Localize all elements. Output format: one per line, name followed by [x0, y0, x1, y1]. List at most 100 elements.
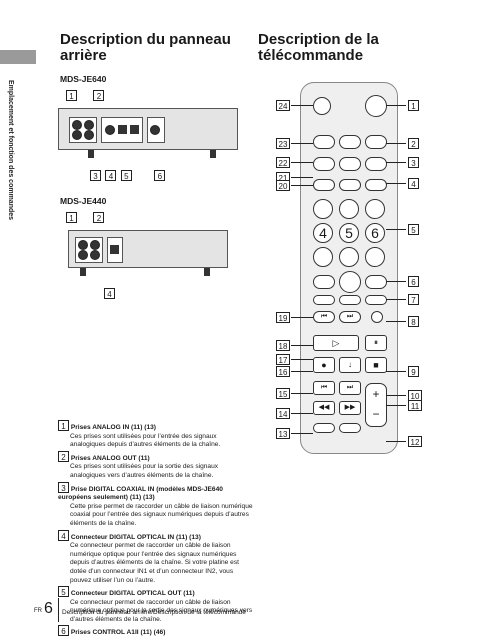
remote-callout-right: 7	[408, 294, 419, 305]
keypad-button-4[interactable]: 4	[313, 223, 333, 243]
callout-number: 2	[93, 212, 105, 223]
remote-button[interactable]	[313, 275, 335, 289]
remote-button[interactable]	[365, 135, 387, 149]
callout-number: 2	[93, 90, 105, 101]
remote-button[interactable]	[313, 179, 335, 191]
description-body: Ces prises sont utilisées pour l’entrée …	[70, 432, 221, 449]
rec-level-button[interactable]: ↓	[339, 357, 361, 373]
callout-leader-line	[291, 143, 313, 144]
control-block	[147, 117, 165, 143]
description-title: Connecteur DIGITAL OPTICAL OUT (11)	[70, 590, 195, 598]
description-title: Prises ANALOG OUT (11)	[70, 454, 150, 462]
foot-icon	[210, 150, 216, 158]
description-body: Ces prises sont utilisées pour la sortie…	[70, 463, 219, 479]
remote-callout-right: 5	[408, 224, 419, 235]
side-tab: Emplacement et fonction des commandes	[7, 80, 14, 221]
description-body: Ce connecteur permet de raccorder un câb…	[70, 542, 239, 584]
remote-callout-right: 8	[408, 316, 419, 327]
jack-icon	[72, 130, 82, 140]
remote-callout-left: 13	[276, 428, 290, 439]
remote-control: 4 5 6 ⏮ ⏭ ▷ ⏸ ● ↓ ■ ⏮ ⏭ ◀◀ ▶▶ +−	[300, 82, 398, 454]
remote-callout-left: 20	[276, 180, 290, 191]
optical-in-icon	[118, 125, 127, 134]
jack-icon	[78, 250, 88, 260]
coaxial-jack-icon	[105, 125, 115, 135]
callout-number: 3	[90, 170, 101, 181]
remote-callout-right: 6	[408, 276, 419, 287]
record-button[interactable]: ●	[313, 357, 335, 373]
fast-forward-button[interactable]: ▶▶	[339, 401, 361, 415]
remote-callout-left: 15	[276, 388, 290, 399]
remote-button[interactable]	[313, 295, 335, 305]
remote-callout-left: 17	[276, 354, 290, 365]
keypad-button[interactable]	[365, 247, 385, 267]
pause-button[interactable]: ⏸	[365, 335, 387, 351]
keypad-button[interactable]	[313, 199, 333, 219]
left-heading: Description du panneau arrière	[60, 31, 231, 64]
foot-icon	[88, 150, 94, 158]
jack-icon	[78, 240, 88, 250]
remote-button[interactable]	[313, 135, 335, 149]
keypad-button[interactable]	[365, 199, 385, 219]
rear-panel-je440	[68, 230, 228, 268]
callout-leader-line	[386, 441, 406, 442]
enter-button[interactable]	[339, 271, 361, 293]
next-button[interactable]: ⏭	[339, 381, 361, 395]
callout-leader-line	[386, 395, 406, 396]
callout-leader-line	[291, 433, 313, 434]
analog-jacks-block	[69, 117, 97, 143]
callout-leader-line	[386, 281, 406, 282]
stop-button[interactable]: ■	[365, 357, 387, 373]
description-item: 1 Prises ANALOG IN (11) (13) Ces prises …	[58, 420, 253, 450]
callout-leader-line	[386, 143, 406, 144]
callout-leader-line	[386, 405, 406, 406]
remote-button[interactable]	[339, 179, 361, 191]
eject-button[interactable]	[313, 97, 331, 115]
remote-button[interactable]	[313, 423, 335, 433]
remote-button[interactable]	[365, 179, 387, 191]
rear-panel-je640	[58, 108, 238, 150]
play-button[interactable]: ▷	[313, 335, 359, 351]
callout-leader-line	[291, 393, 313, 394]
callout-leader-line	[386, 321, 406, 322]
callout-number: 6	[154, 170, 166, 181]
callout-leader-line	[291, 345, 313, 346]
remote-button[interactable]	[313, 157, 335, 171]
remote-button[interactable]	[365, 275, 387, 289]
prev-track-button[interactable]: ⏮	[313, 311, 335, 323]
prev-button[interactable]: ⏮	[313, 381, 335, 395]
remote-button[interactable]	[371, 311, 383, 323]
remote-button[interactable]	[339, 295, 361, 305]
callout-leader-line	[291, 371, 313, 372]
remote-button[interactable]	[339, 135, 361, 149]
remote-button[interactable]	[339, 423, 361, 433]
remote-button[interactable]	[339, 157, 361, 171]
jack-icon	[84, 130, 94, 140]
je440-callouts-top: 1 2	[66, 208, 105, 226]
rewind-button[interactable]: ◀◀	[313, 401, 335, 415]
description-title: Connecteur DIGITAL OPTICAL IN (11) (13)	[70, 533, 201, 541]
remote-callout-left: 18	[276, 340, 290, 351]
keypad-button[interactable]	[339, 199, 359, 219]
volume-button[interactable]: +−	[365, 383, 387, 427]
digital-block	[101, 117, 143, 143]
description-item: 6 Prises CONTROL A1II (11) (46)	[58, 625, 253, 638]
optical-out-icon	[130, 125, 139, 134]
remote-button[interactable]	[365, 295, 387, 305]
callout-leader-line	[291, 105, 313, 106]
footer-lang: FR	[34, 608, 42, 614]
power-button[interactable]	[365, 95, 387, 117]
foot-icon	[204, 268, 210, 276]
foot-icon	[80, 268, 86, 276]
callout-leader-line	[291, 177, 313, 178]
callout-number: 4	[58, 529, 69, 541]
keypad-button[interactable]	[313, 247, 333, 267]
remote-callout-left: 24	[276, 100, 290, 111]
keypad-button-6[interactable]: 6	[365, 223, 385, 243]
keypad-button[interactable]	[339, 247, 359, 267]
next-track-button[interactable]: ⏭	[339, 311, 361, 323]
optical-block	[107, 237, 123, 263]
remote-button[interactable]	[365, 157, 387, 171]
keypad-button-5[interactable]: 5	[339, 223, 359, 243]
remote-callout-left: 16	[276, 366, 290, 377]
